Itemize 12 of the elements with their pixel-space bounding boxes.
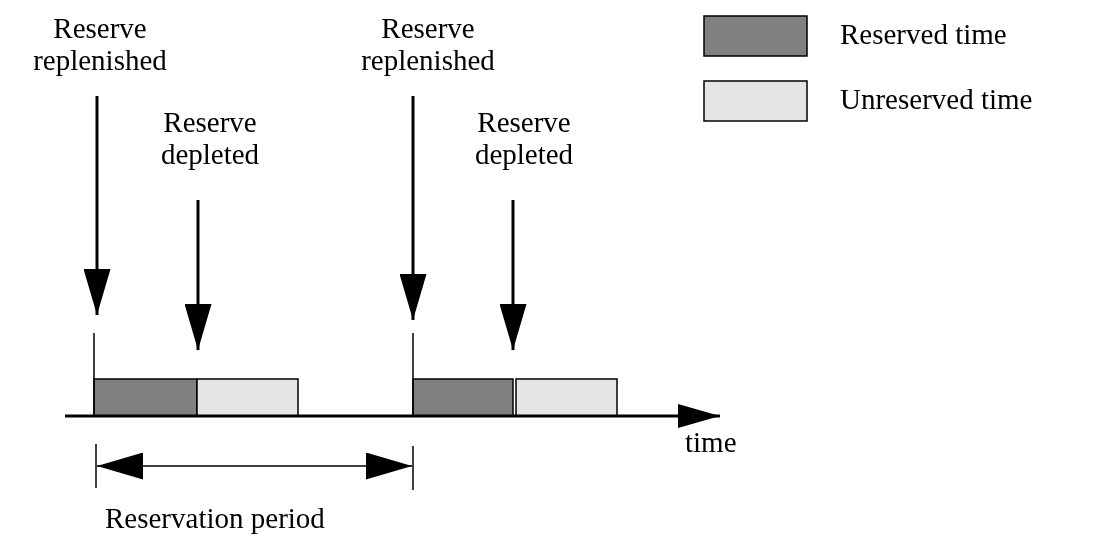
event-arrow	[399, 96, 427, 320]
event-label: Reserve replenished	[32, 12, 168, 76]
event-arrow	[499, 200, 527, 350]
legend-label: Unreserved time	[840, 83, 1033, 115]
dimension-label: Reservation period	[105, 502, 325, 534]
axis-label: time	[685, 426, 737, 458]
event-label: Reserve depleted	[159, 106, 261, 170]
event-label: Reserve depleted	[473, 106, 575, 170]
event-arrow	[83, 96, 111, 315]
legend-label: Reserved time	[840, 18, 1007, 50]
event-arrow	[184, 200, 212, 350]
event-label: Reserve replenished	[360, 12, 496, 76]
